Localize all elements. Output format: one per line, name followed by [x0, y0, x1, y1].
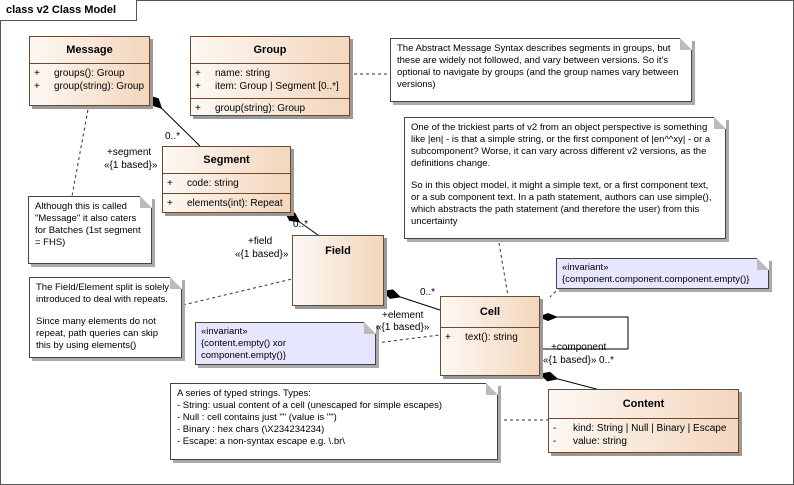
note-content: A series of typed strings. Types: - Stri…: [170, 383, 498, 460]
attribute: -value: string: [553, 436, 627, 447]
component-multiplicity: 0..*: [599, 355, 615, 366]
operation: +group(string): Group: [34, 81, 145, 92]
class-name: Content: [549, 390, 738, 419]
class-name: Segment: [163, 147, 290, 174]
cell-note-link: [497, 236, 509, 297]
element-multiplicity: 0..*: [420, 287, 436, 298]
cell-component-diamond: [538, 313, 558, 321]
operation: +groups(): Group: [34, 68, 125, 79]
segment-field-composition: [283, 210, 319, 236]
class-cell[interactable]: Cell +text(): string: [440, 296, 540, 376]
segment-role-label: +segment: [107, 147, 152, 158]
field-constraint-link: [375, 334, 441, 344]
component-order-label: «{1 based}»: [543, 355, 597, 366]
class-name: Field: [325, 245, 351, 257]
frame-title: class v2 Class Model: [0, 0, 138, 21]
class-name: Cell: [441, 297, 539, 328]
class-name: Message: [30, 37, 149, 64]
segment-order-label: «{1 based}»: [104, 160, 158, 171]
cell-component-composition: [538, 316, 629, 350]
attribute: +item: Group | Segment [0..*]: [195, 81, 339, 92]
note-group: The Abstract Message Syntax describes se…: [390, 38, 692, 102]
component-role-label: +component: [551, 342, 607, 353]
attributes-compartment: +name: string +item: Group | Segment [0.…: [191, 64, 349, 99]
field-cell-composition: [381, 289, 441, 311]
class-content[interactable]: Content -kind: String | Null | Binary | …: [548, 389, 739, 453]
operations-compartment: +groups(): Group +group(string): Group: [30, 64, 149, 96]
attribute: +code: string: [167, 178, 239, 189]
constraint-field-element: «invariant» {content.empty() xor compone…: [195, 322, 376, 365]
operation: +group(string): Group: [195, 103, 306, 114]
field-order-label: «{1 based}»: [235, 249, 289, 260]
class-field[interactable]: Field: [292, 235, 384, 306]
message-note-link: [71, 103, 90, 197]
cell-content-composition: [538, 371, 601, 391]
operations-compartment: +group(string): Group: [191, 99, 349, 118]
class-name: Group: [191, 37, 349, 64]
operations-compartment: +elements(int): Repeat: [163, 194, 290, 213]
class-message[interactable]: Message +groups(): Group +group(string):…: [29, 36, 150, 106]
field-note-link: [182, 278, 293, 306]
operation: +elements(int): Repeat: [167, 198, 283, 209]
attributes-compartment: +code: string: [163, 174, 290, 194]
element-order-label: «{1 based}»: [376, 322, 430, 333]
segment-multiplicity: 0..*: [165, 131, 181, 142]
note-message: Although this is called "Message" it als…: [28, 196, 152, 264]
field-multiplicity: 0..*: [293, 219, 309, 230]
attribute: +name: string: [195, 68, 271, 79]
operation: +text(): string: [445, 332, 518, 343]
operations-compartment: +text(): string: [441, 328, 539, 347]
field-role-label: +field: [248, 236, 273, 247]
attributes-compartment: -kind: String | Null | Binary | Escape -…: [549, 419, 738, 451]
attribute: -kind: String | Null | Binary | Escape: [553, 423, 727, 434]
constraint-cell-component: «invariant» {component.component.compone…: [556, 258, 769, 289]
class-group[interactable]: Group +name: string +item: Group | Segme…: [190, 36, 350, 116]
class-segment[interactable]: Segment +code: string +elements(int): Re…: [162, 146, 291, 213]
note-field: The Field/Element split is solely introd…: [29, 277, 182, 358]
message-segment-composition: [147, 94, 201, 147]
note-cell: One of the trickiest parts of v2 from an…: [404, 117, 726, 239]
element-role-label: +element: [382, 310, 424, 321]
